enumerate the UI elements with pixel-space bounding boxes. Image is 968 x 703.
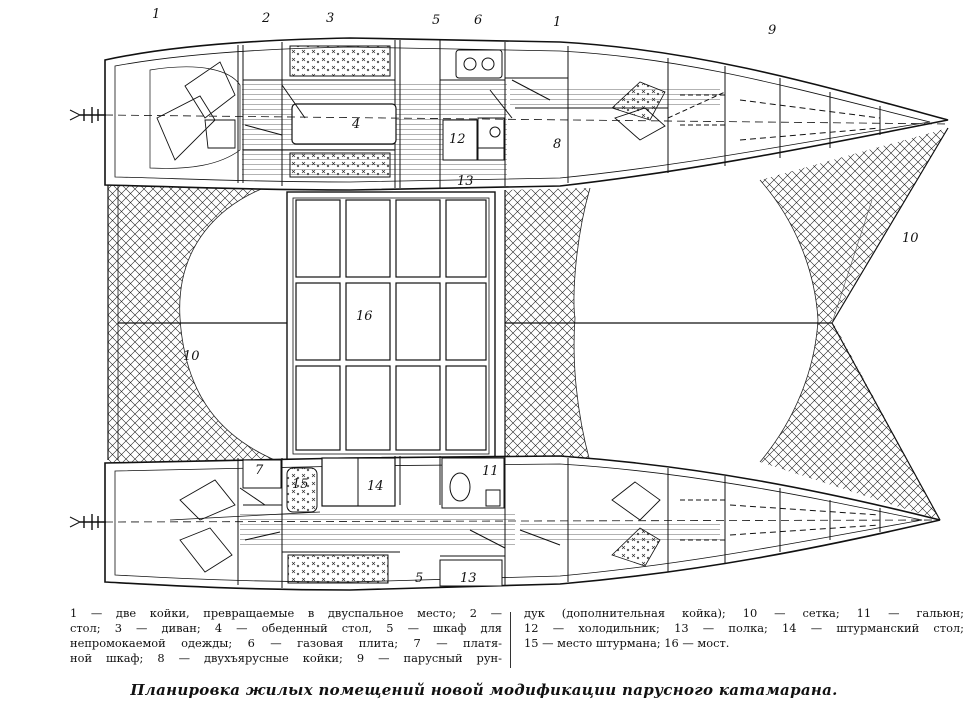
label-7: 7	[255, 463, 264, 478]
hull-top	[69, 37, 951, 191]
legend-line: 15 — место штурмана; 16 — мост.	[524, 636, 730, 650]
legend-line: 1 — две койки, превращаемые в двуспально…	[70, 606, 502, 620]
legend-right-column: дук (дополнительная койка); 10 — сетка; …	[524, 606, 964, 651]
label-14: 14	[367, 479, 384, 494]
figure-caption: Планировка жилых помещений новой модифик…	[130, 681, 838, 699]
legend-line: ной шкаф; 8 — двухъярусные койки; 9 — па…	[70, 651, 502, 665]
label-2: 2	[261, 11, 270, 26]
label-16: 16	[356, 309, 373, 324]
label-3: 3	[326, 11, 334, 26]
label-5-top: 5	[432, 13, 440, 28]
legend-left-column: 1 — две койки, превращаемые в двуспально…	[70, 606, 502, 666]
bridge-deck	[286, 191, 496, 461]
label-1-bow-top: 1	[152, 7, 160, 22]
label-6: 6	[474, 13, 482, 28]
label-4: 4	[351, 117, 360, 132]
legend-line: дук (дополнительная койка); 10 — сетка; …	[524, 606, 964, 620]
label-15: 15	[292, 477, 309, 492]
netting-right	[504, 127, 949, 521]
label-10-left: 10	[183, 349, 200, 364]
legend-line: стол; 3 — диван; 4 — обеденный стол, 5 —…	[70, 621, 502, 635]
legend-line: 12 — холодильник; 13 — полка; 14 — штурм…	[524, 621, 964, 635]
label-13-top: 13	[457, 174, 474, 189]
legend-line: непромокаемой одежды; 6 — газовая плита;…	[70, 636, 502, 650]
netting-left	[107, 172, 288, 466]
label-13-bottom: 13	[460, 571, 477, 586]
catamaran-plan-drawing: 1 2 3 5 6 1 9 4 12 13 8 10 16 10 7 15 14…	[69, 7, 951, 591]
label-5-bottom: 5	[415, 571, 423, 586]
legend-divider	[510, 612, 511, 668]
hull-bottom	[69, 455, 941, 591]
label-10-right: 10	[902, 231, 919, 246]
label-9: 9	[768, 23, 776, 38]
label-8: 8	[553, 137, 561, 152]
label-12: 12	[449, 132, 466, 147]
label-11: 11	[482, 464, 499, 479]
label-1-mid-top: 1	[553, 15, 561, 30]
